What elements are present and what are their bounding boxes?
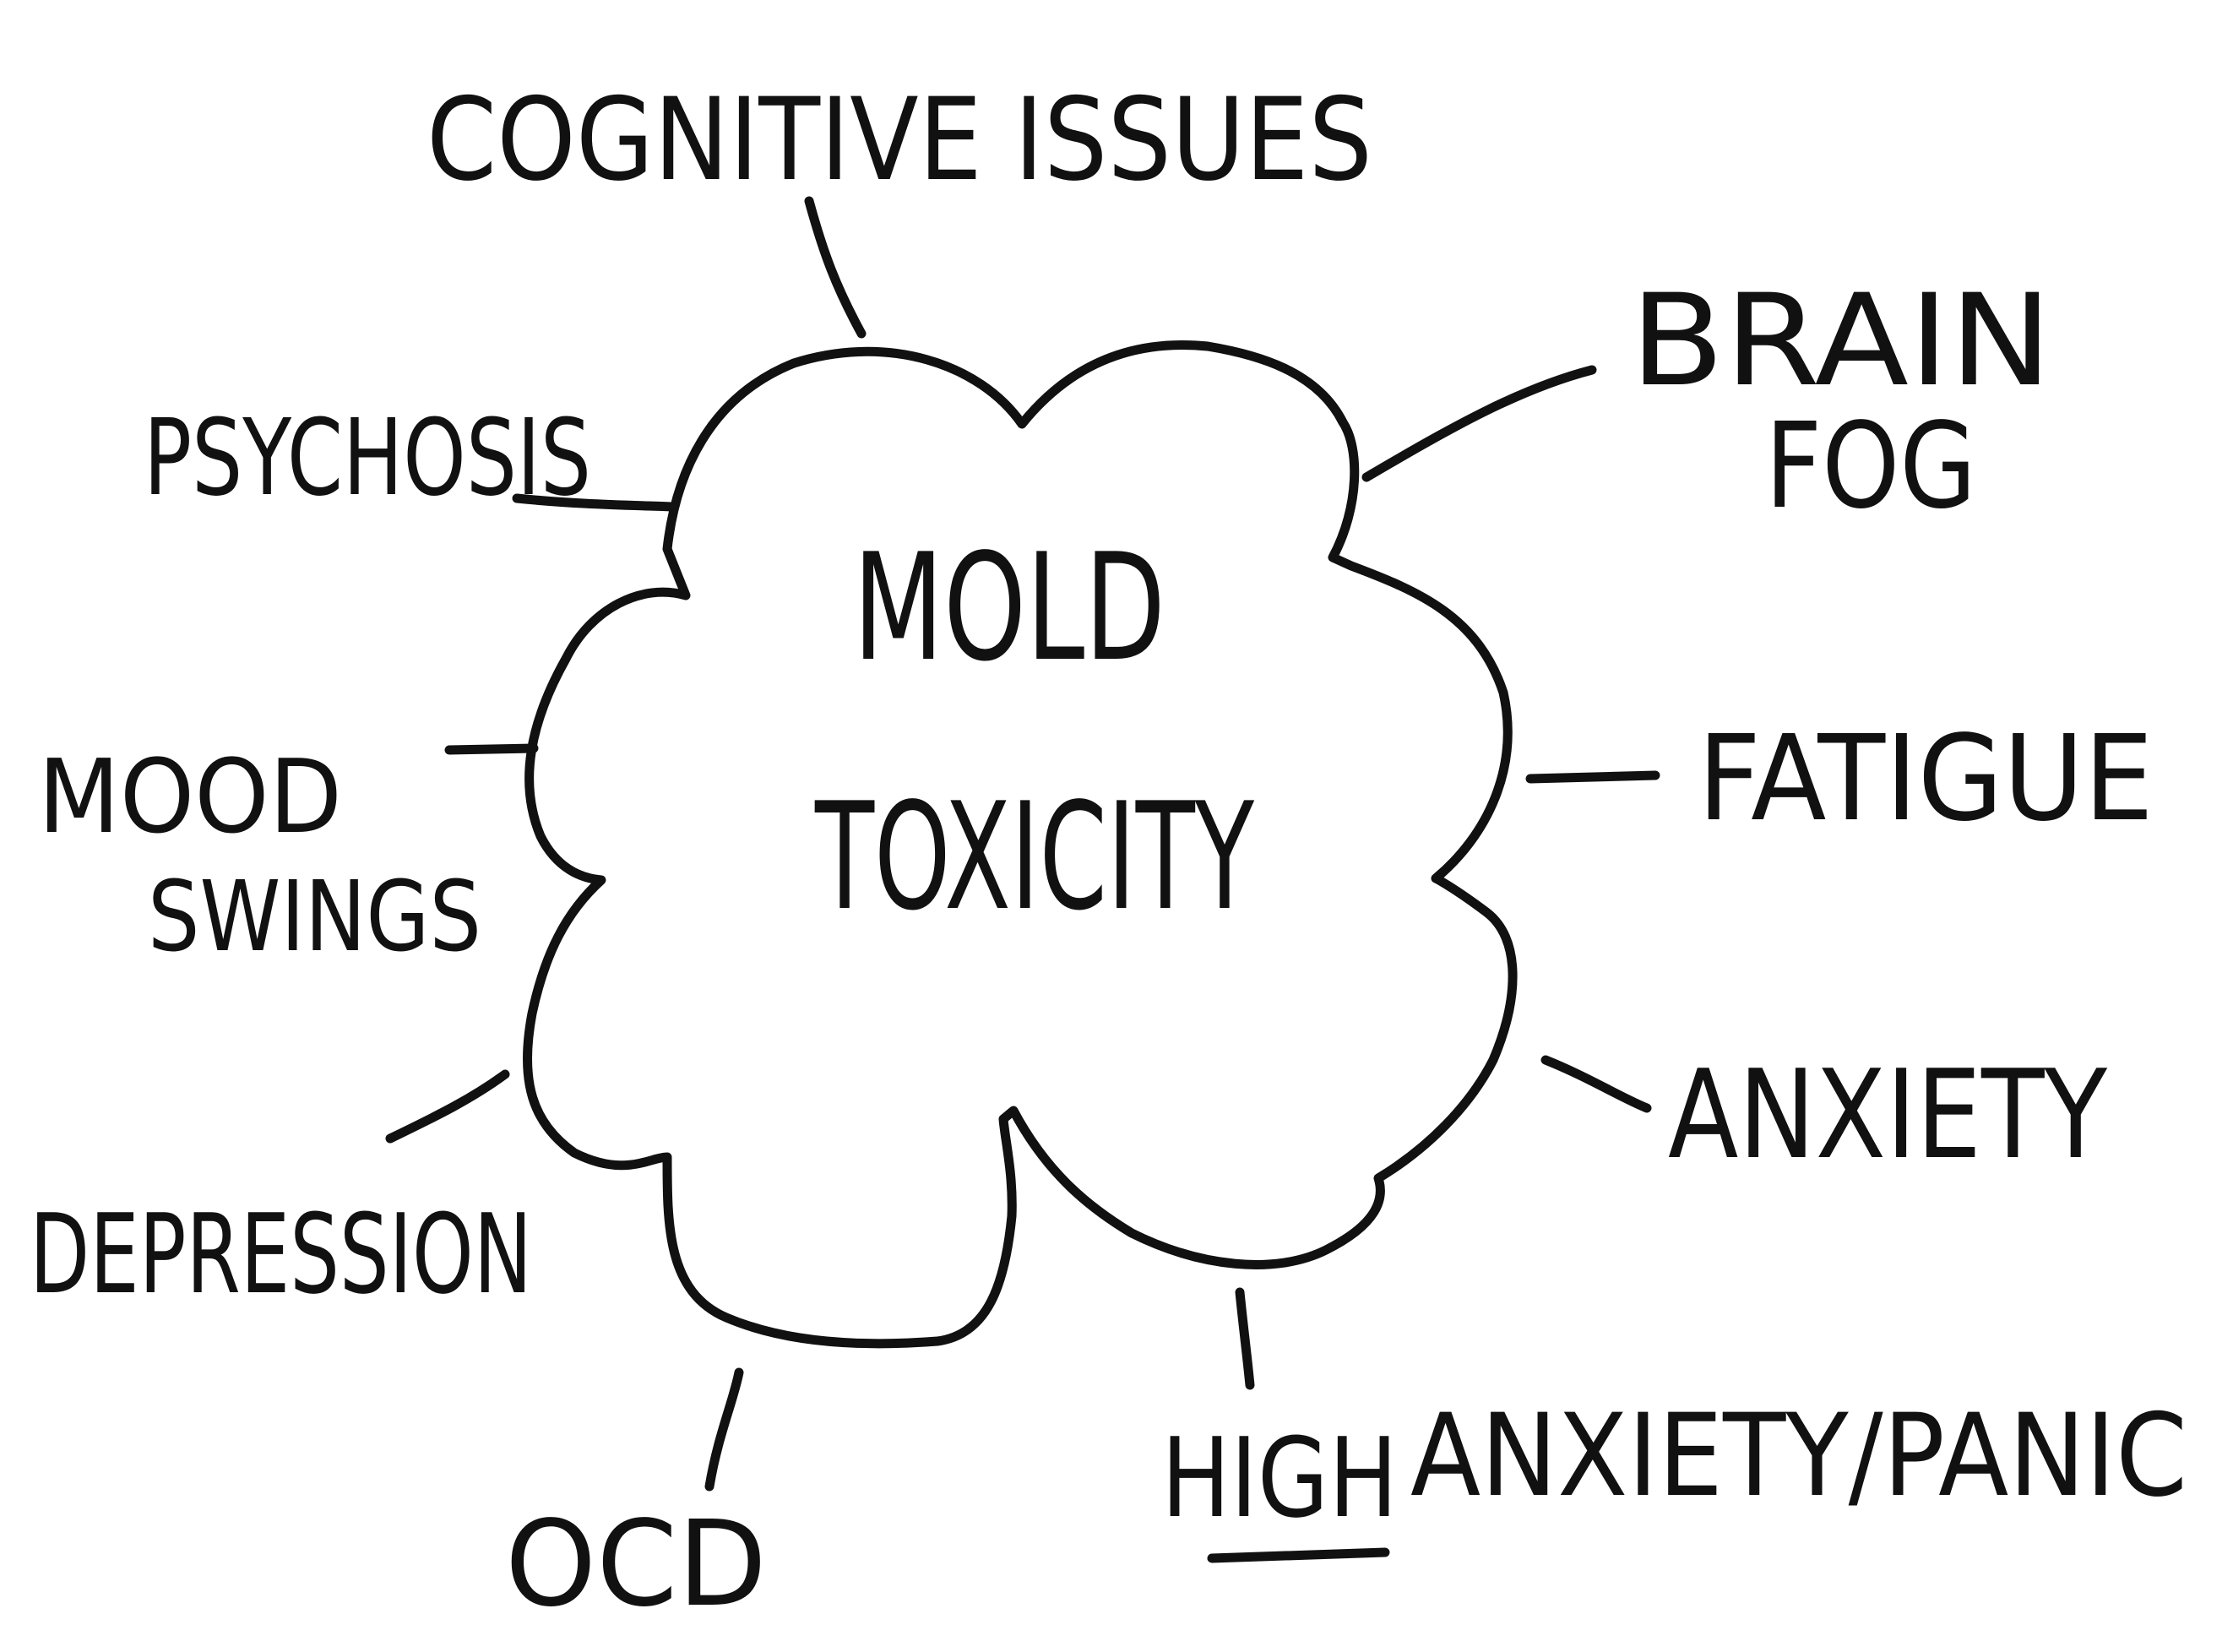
label-high: HIGH bbox=[1161, 1414, 1398, 1542]
center-title-line2: TOXICITY bbox=[814, 772, 1254, 943]
connector-psychosis bbox=[512, 493, 676, 512]
connector-cognitive bbox=[804, 196, 867, 339]
label-anxiety: ANXIETY bbox=[1668, 1044, 2107, 1187]
connector-ocd bbox=[704, 1367, 744, 1492]
label-depression: DEPRESSION bbox=[30, 1190, 532, 1318]
label-brain: BRAIN bbox=[1630, 268, 2052, 415]
label-fatigue: FATIGUE bbox=[1698, 710, 2154, 848]
label-cognitive-issues: COGNITIVE ISSUES bbox=[426, 73, 1372, 206]
high-underline bbox=[1207, 1547, 1390, 1563]
label-mood-line1: MOOD bbox=[38, 739, 342, 856]
connector-mood bbox=[444, 743, 539, 755]
center-title-line1: MOLD bbox=[853, 523, 1165, 694]
connector-depression bbox=[385, 1069, 510, 1144]
central-cloud bbox=[523, 340, 1518, 1349]
label-anxiety-panic: ANXIETY/PANIC bbox=[1410, 1389, 2187, 1522]
label-fog: FOG bbox=[1765, 398, 1976, 535]
label-mood-line2: SWINGS bbox=[148, 861, 481, 974]
connector-anxiety bbox=[1540, 1055, 1652, 1113]
connector-high-anxiety bbox=[1235, 1287, 1255, 1390]
connector-fatigue bbox=[1525, 770, 1660, 784]
connector-brain-fog bbox=[1361, 365, 1597, 482]
label-psychosis: PSYCHOSIS bbox=[144, 397, 591, 519]
label-ocd: OCD bbox=[505, 1496, 767, 1633]
